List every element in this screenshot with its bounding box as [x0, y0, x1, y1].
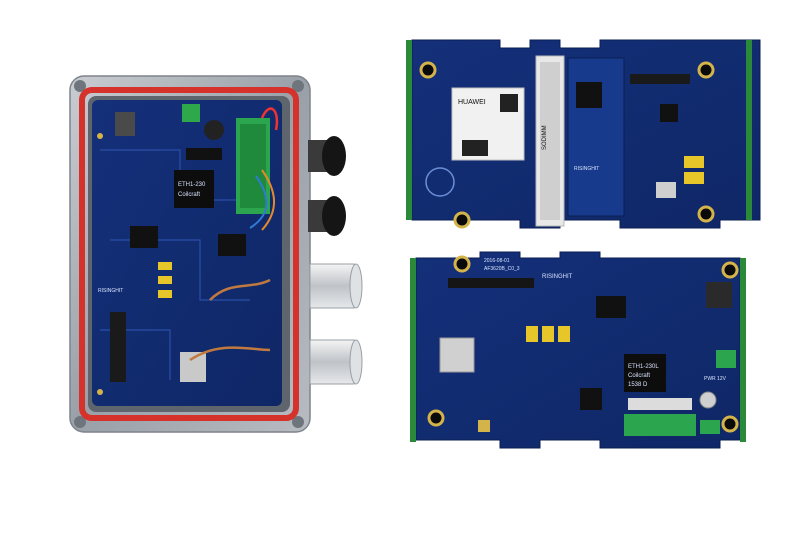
module-brand: HUAWEI: [458, 99, 486, 106]
red-gasket: [79, 87, 299, 421]
brand-silkscreen-bottom: RISINGHIT: [542, 274, 573, 280]
power-label: PWR 12V: [704, 376, 727, 382]
eth-chip-label-2: Coilcraft: [628, 373, 650, 379]
power-terminal: [716, 350, 736, 368]
enclosure: ETH1-230 Coilcraft RISINGHIT: [69, 75, 311, 433]
chip-label-1: ETH1-230: [178, 182, 206, 188]
brand-silkscreen-top: RISINGHIT: [574, 166, 599, 172]
black-connector-bottom: [308, 196, 346, 236]
top-pcb-board: SODIMM HUAWEI RISINGHIT: [406, 39, 761, 229]
eth-chip-label-1: ETH1-230L: [628, 364, 659, 370]
ethernet-transformer: [174, 170, 214, 208]
version-silkscreen: AF3620B_C0_3: [484, 266, 520, 272]
sim-card-slot: [439, 337, 475, 373]
slot-label: SODIMM: [542, 125, 548, 150]
metal-gland-bottom: [309, 339, 363, 385]
enclosure-pcb: ETH1-230 Coilcraft RISINGHIT: [92, 100, 282, 406]
black-connector-top: [308, 136, 346, 176]
date-silkscreen: 2016-08-01: [484, 258, 510, 264]
eth-chip-label-3: 1538 D: [628, 382, 648, 388]
chip-label-2: Coilcraft: [178, 192, 200, 198]
green-terminal-strip: [624, 414, 696, 436]
brand-silkscreen: RISINGHIT: [98, 288, 123, 294]
ethernet-chip: [624, 354, 666, 392]
metal-gland-top: [309, 263, 363, 309]
bottom-pcb-board: 2016-08-01 AF3620B_C0_3 RISINGHIT ETH1-2…: [410, 251, 746, 449]
